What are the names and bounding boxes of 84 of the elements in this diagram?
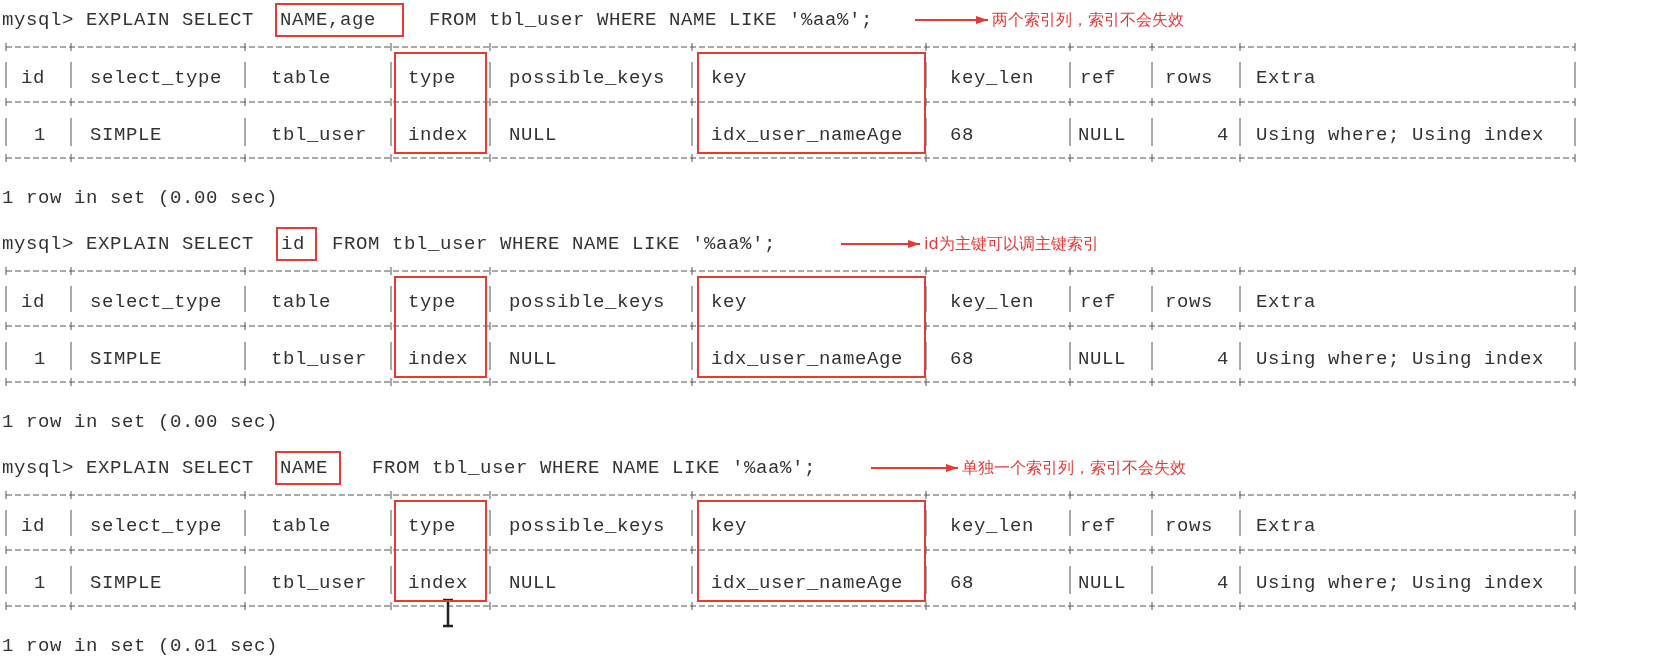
column-header: key_len (950, 67, 1034, 89)
column-header: type (408, 291, 456, 313)
result-summary: 1 row in set (0.00 sec) (2, 411, 279, 433)
table-cell: tbl_user (271, 572, 367, 594)
arrow (870, 464, 959, 472)
table-cell: 68 (950, 348, 974, 370)
column-header: key_len (950, 515, 1034, 537)
table-cell: 1 (34, 348, 46, 370)
column-header: key (711, 515, 747, 537)
table-cell: NULL (509, 572, 557, 594)
table-cell: NULL (509, 124, 557, 146)
table-cell: Using where; Using index (1256, 572, 1545, 594)
column-header: table (271, 291, 331, 313)
table-cell: NULL (509, 348, 557, 370)
table-cell: 1 (34, 572, 46, 594)
table-cell: SIMPLE (90, 124, 162, 146)
table-cell: index (408, 124, 468, 146)
result-summary: 1 row in set (0.00 sec) (2, 187, 279, 209)
column-header: select_type (90, 67, 223, 89)
table-cell: NULL (1078, 348, 1126, 370)
command-line: mysql> EXPLAIN SELECT (2, 233, 255, 255)
arrow (840, 240, 921, 248)
column-header: id (21, 515, 45, 537)
table-cell: SIMPLE (90, 572, 162, 594)
table-cell: index (408, 572, 468, 594)
column-header: possible_keys (509, 515, 666, 537)
column-header: type (408, 67, 456, 89)
table-cell: 4 (1217, 348, 1229, 370)
annotation-text: id为主键可以调主键索引 (924, 233, 1099, 255)
column-header: type (408, 515, 456, 537)
highlighted-text: id (276, 227, 317, 261)
arrow (914, 16, 989, 24)
table-cell: SIMPLE (90, 348, 162, 370)
highlight-box (394, 276, 487, 378)
table-cell: tbl_user (271, 348, 367, 370)
column-header: Extra (1256, 291, 1316, 313)
annotation-text: 两个索引列，索引不会失效 (992, 9, 1184, 31)
table-cell: 68 (950, 124, 974, 146)
column-header: select_type (90, 515, 223, 537)
highlight-box (697, 52, 926, 154)
table-cell: idx_user_nameAge (711, 124, 904, 146)
highlight-box (697, 500, 926, 602)
command-line: mysql> EXPLAIN SELECT (2, 457, 255, 479)
table-cell: 4 (1217, 572, 1229, 594)
highlight-box (394, 500, 487, 602)
table-cell: idx_user_nameAge (711, 572, 904, 594)
annotation-text: 单独一个索引列，索引不会失效 (962, 457, 1186, 479)
column-header: Extra (1256, 515, 1316, 537)
column-header: ref (1080, 291, 1116, 313)
table-cell: Using where; Using index (1256, 348, 1545, 370)
table-cell: 68 (950, 572, 974, 594)
highlight-box (394, 52, 487, 154)
command-line: mysql> EXPLAIN SELECT (2, 9, 255, 31)
column-header: ref (1080, 515, 1116, 537)
highlight-box (697, 276, 926, 378)
column-header: key (711, 67, 747, 89)
column-header: possible_keys (509, 291, 666, 313)
column-header: id (21, 67, 45, 89)
highlighted-text: NAME,age (275, 3, 404, 37)
column-header: possible_keys (509, 67, 666, 89)
table-cell: NULL (1078, 572, 1126, 594)
column-header: key (711, 291, 747, 313)
table-cell: index (408, 348, 468, 370)
table-cell: NULL (1078, 124, 1126, 146)
column-header: rows (1165, 515, 1213, 537)
table-cell: 4 (1217, 124, 1229, 146)
command-line: FROM tbl_user WHERE NAME LIKE '%aa%'; (372, 457, 817, 479)
result-summary: 1 row in set (0.01 sec) (2, 635, 279, 657)
table-cell: idx_user_nameAge (711, 348, 904, 370)
column-header: rows (1165, 291, 1213, 313)
highlighted-text: NAME (275, 451, 341, 485)
column-header: id (21, 291, 45, 313)
table-cell: tbl_user (271, 124, 367, 146)
column-header: Extra (1256, 67, 1316, 89)
column-header: table (271, 515, 331, 537)
table-cell: Using where; Using index (1256, 124, 1545, 146)
column-header: table (271, 67, 331, 89)
column-header: ref (1080, 67, 1116, 89)
command-line: FROM tbl_user WHERE NAME LIKE '%aa%'; (332, 233, 777, 255)
column-header: select_type (90, 291, 223, 313)
command-line: FROM tbl_user WHERE NAME LIKE '%aa%'; (429, 9, 874, 31)
column-header: rows (1165, 67, 1213, 89)
column-header: key_len (950, 291, 1034, 313)
table-cell: 1 (34, 124, 46, 146)
